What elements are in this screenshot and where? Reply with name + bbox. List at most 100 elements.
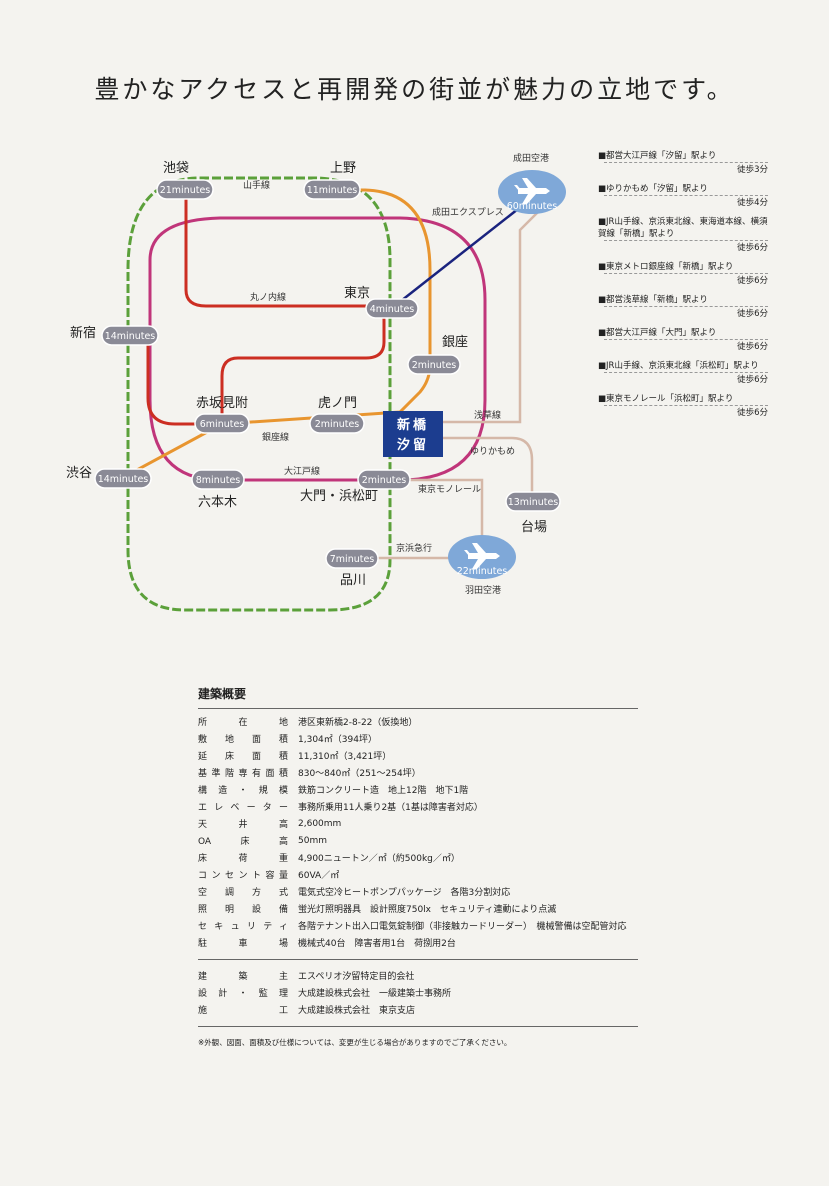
svg-text:14minutes: 14minutes xyxy=(98,474,149,485)
station-akasaka-name: 赤坂見附 xyxy=(196,396,248,411)
spec-value: 2,600mm xyxy=(298,818,342,829)
access-walk-time: 徒歩6分 xyxy=(604,240,768,254)
access-walk-time: 徒歩6分 xyxy=(604,306,768,320)
svg-text:13minutes: 13minutes xyxy=(508,497,559,508)
access-item: ■東京モノレール「浜松町」駅より徒歩6分 xyxy=(598,393,768,419)
spec-value: 830〜840㎡（251〜254坪） xyxy=(298,769,421,779)
station-ikebukuro-name: 池袋 xyxy=(163,161,189,176)
page-headline: 豊かなアクセスと再開発の街並が魅力の立地です。 xyxy=(94,75,735,104)
narita-express-line xyxy=(391,197,533,309)
spec-label: 延床面積 xyxy=(198,752,288,762)
marunouchi-line xyxy=(146,192,386,426)
station-narita-name: 成田空港 xyxy=(513,152,549,164)
spec-row: 天井高 2,600mm xyxy=(198,815,638,832)
access-route: ■都営大江戸線「汐留」駅より xyxy=(598,151,717,161)
haneda-airport-marker: 22minutes xyxy=(448,535,516,579)
oedo-line xyxy=(148,216,487,482)
access-list: ■都営大江戸線「汐留」駅より徒歩3分 ■ゆりかもめ「汐留」駅より徒歩4分 ■JR山手… xyxy=(598,150,768,426)
access-item: ■都営大江戸線「大門」駅より徒歩6分 xyxy=(598,327,768,353)
station-ueno-name: 上野 xyxy=(330,161,356,176)
svg-text:8minutes: 8minutes xyxy=(196,475,241,486)
access-route: ■東京メトロ銀座線「新橋」駅より xyxy=(598,262,734,272)
access-route: ■都営大江戸線「大門」駅より xyxy=(598,328,717,338)
station-toranomon-name: 虎ノ門 xyxy=(318,396,357,411)
spec-row: 所在地港区東新橋2-8-22（仮換地） xyxy=(198,713,638,730)
spec-label: 基準階専有面積 xyxy=(198,769,288,779)
access-route: ■都営浅草線「新橋」駅より xyxy=(598,295,708,305)
access-item: ■東京メトロ銀座線「新橋」駅より徒歩6分 xyxy=(598,261,768,287)
spec-value: エスペリオ汐留特定目的会社 xyxy=(298,972,415,982)
svg-text:7minutes: 7minutes xyxy=(330,554,375,565)
pill-shibuya: 14minutes xyxy=(94,468,152,489)
spec-label: OA床高 xyxy=(198,837,288,847)
svg-text:2minutes: 2minutes xyxy=(412,360,457,371)
asakusa-line xyxy=(420,209,541,424)
access-item: ■JR山手線、京浜東北線、東海道本線、横須賀線「新橋」駅より徒歩6分 xyxy=(598,216,768,254)
keikyu-label: 京浜急行 xyxy=(396,542,432,554)
spec-label: 設計・監理 xyxy=(198,989,288,999)
station-daiba-name: 台場 xyxy=(521,520,547,535)
spec-label: エレベーター xyxy=(198,803,288,813)
station-haneda-name: 羽田空港 xyxy=(465,584,501,596)
station-shibuya-name: 渋谷 xyxy=(66,466,92,481)
station-shinjuku-name: 新宿 xyxy=(70,325,96,341)
station-shinagawa-name: 品川 xyxy=(340,573,366,588)
spec-value: 4,900ニュートン／㎡（約500kg／㎡） xyxy=(298,854,460,864)
spec-label: 駐車場 xyxy=(198,939,288,949)
spec-label: コンセント容量 xyxy=(198,871,288,881)
spec-row: 駐車場機械式40台 障害者用1台 荷捌用2台 xyxy=(198,934,638,951)
pill-daiba: 13minutes xyxy=(505,491,561,512)
spec-note: ※外観、図面、面積及び仕様については、変更が生じる場合がありますのでご了承くださ… xyxy=(198,1038,512,1047)
access-route: ■JR山手線、京浜東北線「浜松町」駅より xyxy=(598,361,759,371)
svg-text:4minutes: 4minutes xyxy=(370,304,415,315)
access-item: ■ゆりかもめ「汐留」駅より徒歩4分 xyxy=(598,183,768,209)
spec-label: 床荷重 xyxy=(198,854,288,864)
spec-row: セキュリティ各階テナント出入口電気錠制御（非接触カードリーダー） 機械警備は空配… xyxy=(198,917,638,934)
svg-text:21minutes: 21minutes xyxy=(160,185,211,196)
access-route: ■ゆりかもめ「汐留」駅より xyxy=(598,184,708,194)
access-walk-time: 徒歩3分 xyxy=(604,162,768,176)
pill-toranomon: 2minutes xyxy=(309,413,365,434)
spec-label: 空調方式 xyxy=(198,888,288,898)
narita-airport-marker: 60minutes xyxy=(498,170,566,214)
pill-akasaka: 6minutes xyxy=(194,413,250,434)
svg-text:2minutes: 2minutes xyxy=(362,475,407,486)
pill-ginza: 2minutes xyxy=(407,354,461,375)
svg-text:22minutes: 22minutes xyxy=(457,566,508,577)
spec-value: 大成建設株式会社 東京支店 xyxy=(298,1006,416,1016)
spec-label: 施工 xyxy=(198,1006,288,1016)
spec-value: 機械式40台 障害者用1台 荷捌用2台 xyxy=(298,939,456,949)
svg-text:2minutes: 2minutes xyxy=(315,419,360,430)
access-item: ■JR山手線、京浜東北線「浜松町」駅より徒歩6分 xyxy=(598,360,768,386)
yurikamome-line xyxy=(420,436,534,492)
spec-row: 照明設備蛍光灯照明器具 設計照度750lx セキュリティ連動により点滅 xyxy=(198,900,638,917)
station-ginza-name: 銀座 xyxy=(442,335,468,350)
spec-label: 建築主 xyxy=(198,972,288,982)
airplane-icon xyxy=(514,178,550,204)
spec-value: 蛍光灯照明器具 設計照度750lx セキュリティ連動により点滅 xyxy=(298,905,557,915)
pill-shinjuku: 14minutes xyxy=(101,325,159,346)
pill-tokyo: 4minutes xyxy=(365,298,419,319)
pill-ueno: 11minutes xyxy=(303,179,361,200)
spec-label: 天井高 xyxy=(198,820,288,830)
access-route: ■JR山手線、京浜東北線、東海道本線、横須賀線「新橋」駅より xyxy=(598,217,768,239)
spec-row: 構造・規模鉄筋コンクリート造 地上12階 地下1階 xyxy=(198,781,638,798)
ginza-line-label: 銀座線 xyxy=(262,431,289,443)
svg-text:6minutes: 6minutes xyxy=(200,419,245,430)
spec-divider xyxy=(198,959,638,960)
access-walk-time: 徒歩6分 xyxy=(604,273,768,287)
spec-value: 電気式空冷ヒートポンプパッケージ 各階3分割対応 xyxy=(298,888,511,898)
spec-row: 基準階専有面積 830〜840㎡（251〜254坪） xyxy=(198,764,638,781)
spec-row: 空調方式電気式空冷ヒートポンプパッケージ 各階3分割対応 xyxy=(198,883,638,900)
access-item: ■都営浅草線「新橋」駅より徒歩6分 xyxy=(598,294,768,320)
spec-value: 各階テナント出入口電気錠制御（非接触カードリーダー） 機械警備は空配管対応 xyxy=(298,922,627,932)
pill-roppongi: 8minutes xyxy=(191,469,245,490)
pill-shinagawa: 7minutes xyxy=(325,548,379,569)
pill-daimon: 2minutes xyxy=(357,469,411,490)
svg-text:汐留: 汐留 xyxy=(397,437,429,453)
